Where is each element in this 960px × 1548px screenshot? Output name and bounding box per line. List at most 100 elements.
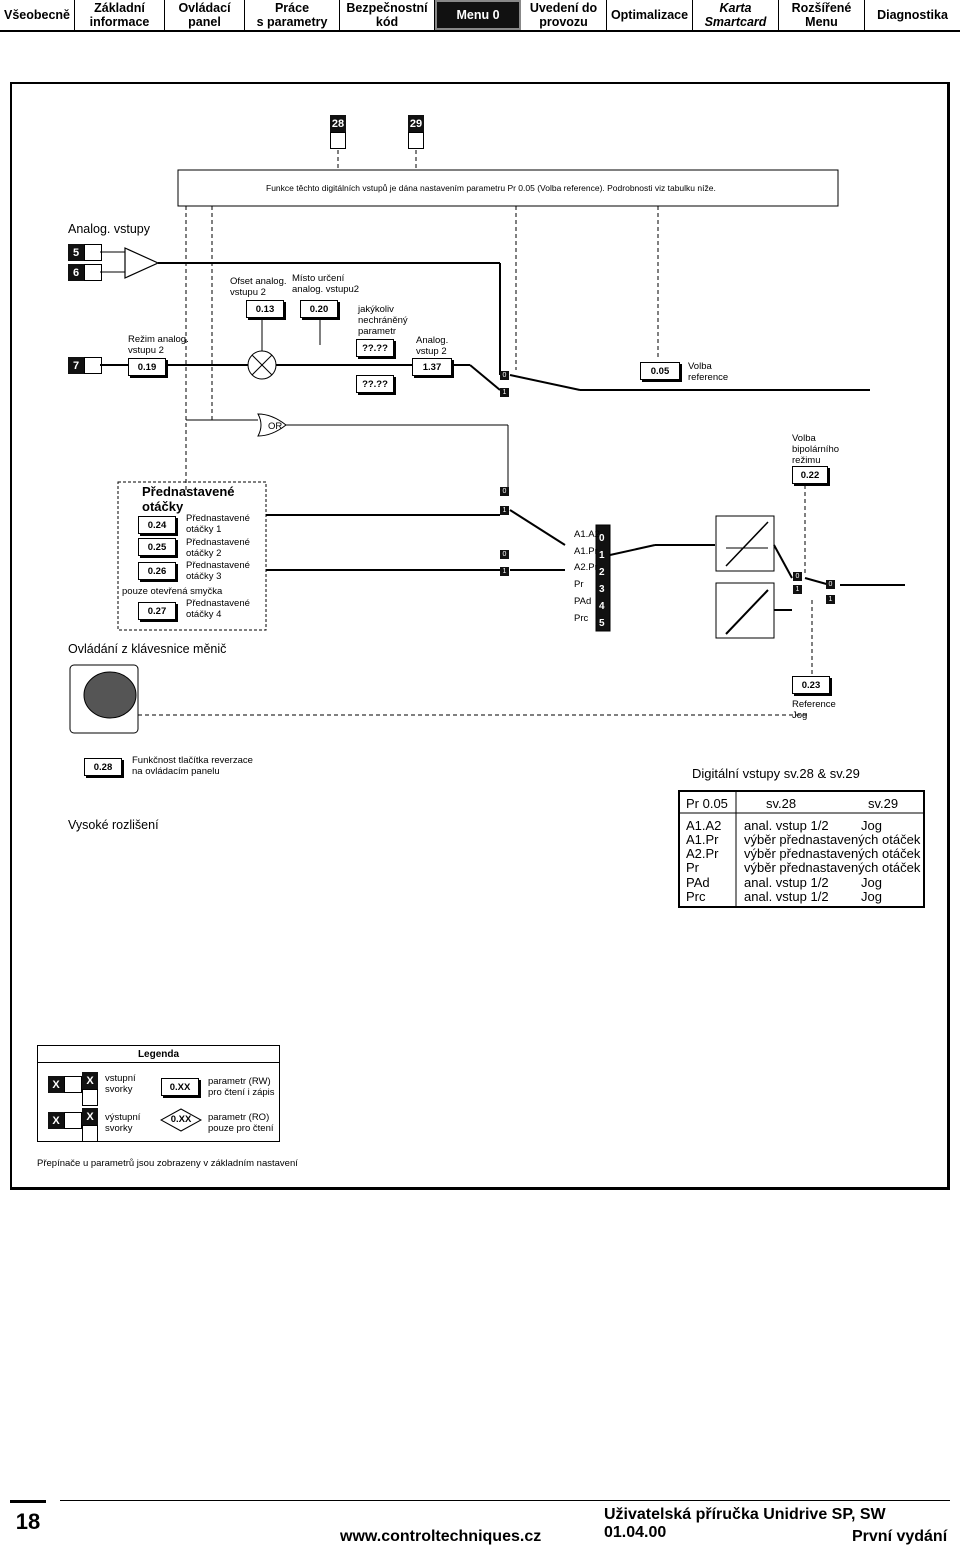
selector-label-prc: Prc xyxy=(574,613,589,624)
header-sv28: sv.28 xyxy=(766,796,797,811)
terminal-icon xyxy=(84,264,102,281)
tab-uvedeni-do-provozu[interactable]: Uvedení do provozu xyxy=(521,0,607,30)
note-text: Funkce těchto digitálních vstupů je dána… xyxy=(266,183,716,193)
switch-pos-1: 1 xyxy=(826,595,835,604)
param-0-19[interactable]: 0.19 xyxy=(128,358,166,376)
ref-select-label: Volba reference xyxy=(688,361,729,383)
switch-pos-0: 0 xyxy=(500,371,509,380)
page-footer: 18 Uživatelská příručka Unidrive SP, SW … xyxy=(10,1500,950,1548)
tab-menu-0[interactable]: Menu 0 xyxy=(435,0,521,30)
terminal-icon xyxy=(82,1125,98,1142)
param-0-28[interactable]: 0.28 xyxy=(84,758,122,776)
preset-3-label: Přednastavené otáčky 3 xyxy=(186,560,250,582)
diagram-frame xyxy=(10,82,950,1190)
selector-num-4: 4 xyxy=(599,601,605,612)
row-mode: A1.Pr xyxy=(686,832,719,847)
analog-inputs-title: Analog. vstupy xyxy=(68,222,150,236)
row-mode: PAd xyxy=(686,875,710,890)
tab-karta-smartcard[interactable]: Karta Smartcard xyxy=(693,0,779,30)
tab-optimalizace[interactable]: Optimalizace xyxy=(607,0,693,30)
legend-input-label: vstupní svorky xyxy=(105,1073,136,1095)
row-in28: anal. vstup 1/2 xyxy=(744,889,829,904)
legend-ro-diamond xyxy=(160,1108,202,1132)
preset-title: Přednastavené otáčky xyxy=(142,484,235,514)
legend-title: Legenda xyxy=(137,1049,180,1060)
terminal-icon xyxy=(84,357,102,374)
terminal-icon xyxy=(84,244,102,261)
switch-pos-0: 0 xyxy=(793,572,802,581)
footer-title: Uživatelská příručka Unidrive SP, SW 01.… xyxy=(604,1506,886,1541)
tab-prace-s-parametry[interactable]: Práce s parametry xyxy=(245,0,340,30)
tab-bezpecnostni-kod[interactable]: Bezpečnostní kód xyxy=(340,0,435,30)
legend-ro-param: 0.XX xyxy=(170,1114,192,1125)
row-in29: Jog xyxy=(861,818,882,833)
param-1-37[interactable]: 1.37 xyxy=(412,358,452,376)
keypad-title: Ovládání z klávesnice měnič xyxy=(68,642,227,656)
tab-vseobecne[interactable]: Všeobecně xyxy=(0,0,75,30)
selector-label-a1pr: A1.Pr xyxy=(574,546,598,557)
terminal-number: 7 xyxy=(68,357,84,374)
terminal-number: 6 xyxy=(68,264,84,281)
selector-num-1: 1 xyxy=(599,550,605,561)
header-pr005: Pr 0.05 xyxy=(686,796,728,811)
selector-num-2: 2 xyxy=(599,567,605,578)
preset-2-label: Přednastavené otáčky 2 xyxy=(186,537,250,559)
terminal-icon xyxy=(64,1112,82,1129)
switch-pos-1: 1 xyxy=(500,567,509,576)
param-0-24[interactable]: 0.24 xyxy=(138,516,176,534)
header-sv29: sv.29 xyxy=(868,796,899,811)
dig-inputs-title: Digitální vstupy sv.28 & sv.29 xyxy=(692,766,860,781)
row-mode: A1.A2 xyxy=(686,818,722,833)
tab-diagnostika[interactable]: Diagnostika xyxy=(877,8,948,22)
legend-output-label: výstupní svorky xyxy=(105,1112,141,1134)
param-0-26[interactable]: 0.26 xyxy=(138,562,176,580)
digital-inputs-table: Pr 0.05 sv.28 sv.29 A1.A2 anal. vstup 1/… xyxy=(678,790,925,908)
param-0-05[interactable]: 0.05 xyxy=(640,362,680,380)
terminal-icon xyxy=(330,132,346,149)
bipolar-label: Volba bipolárního režimu xyxy=(792,433,840,466)
row-in28: výběr přednastavených otáček xyxy=(744,860,921,875)
legend-ro-label: parametr (RO) pouze pro čtení xyxy=(208,1112,274,1134)
high-res-label: Vysoké rozlišení xyxy=(68,818,159,832)
row-mode: A2.Pr xyxy=(686,846,719,861)
selector-num-3: 3 xyxy=(599,584,605,595)
legend-rw-param: 0.XX xyxy=(161,1078,199,1096)
footer-url[interactable]: www.controltechniques.cz xyxy=(340,1528,542,1545)
analog2-label: Analog. vstup 2 xyxy=(416,335,449,357)
param-unknown-1[interactable]: ??.?? xyxy=(356,339,394,357)
row-mode: Pr xyxy=(686,860,699,875)
row-in28: anal. vstup 1/2 xyxy=(744,875,829,890)
reverse-label: Funkčnost tlačítka reverzace na ovládací… xyxy=(132,755,253,777)
open-loop-label: pouze otevřená smyčka xyxy=(122,586,223,597)
preset-4-label: Přednastavené otáčky 4 xyxy=(186,598,250,620)
selector-num-0: 0 xyxy=(599,533,605,544)
legend-symbol: X xyxy=(48,1112,64,1129)
row-in29: Jog xyxy=(861,889,882,904)
param-0-25[interactable]: 0.25 xyxy=(138,538,176,556)
legend-output-terminal-vertical: X xyxy=(82,1108,99,1142)
param-0-22[interactable]: 0.22 xyxy=(792,466,828,484)
legend-box: Legenda X X vstupní svorky 0.XX parametr… xyxy=(37,1045,280,1142)
tab-rozsirene-menu[interactable]: Rozšířené Menu xyxy=(779,0,865,30)
terminal-icon xyxy=(82,1089,98,1106)
param-0-23[interactable]: 0.23 xyxy=(792,676,830,694)
switch-pos-1: 1 xyxy=(500,506,509,515)
param-unknown-2[interactable]: ??.?? xyxy=(356,375,394,393)
tab-zakladni-informace[interactable]: Základní informace xyxy=(75,0,165,30)
legend-symbol: X xyxy=(82,1108,98,1125)
destination-label: Místo určení analog. vstupu2 xyxy=(292,273,360,295)
param-0-20[interactable]: 0.20 xyxy=(300,300,338,318)
terminal-29-number: 29 xyxy=(408,115,424,132)
legend-input-terminal: X xyxy=(48,1076,84,1093)
terminal-28-number: 28 xyxy=(330,115,346,132)
terminal-29: 29 xyxy=(408,115,425,149)
selector-label-pad: PAd xyxy=(574,596,592,607)
tab-ovladaci-panel[interactable]: Ovládací panel xyxy=(165,0,245,30)
selector-label-a2pr: A2.Pr xyxy=(574,562,598,573)
param-0-13[interactable]: 0.13 xyxy=(246,300,284,318)
terminal-28: 28 xyxy=(330,115,347,149)
row-in28: výběr přednastavených otáček xyxy=(744,846,921,861)
param-0-27[interactable]: 0.27 xyxy=(138,602,176,620)
selector-num-5: 5 xyxy=(599,618,605,629)
terminal-icon xyxy=(408,132,424,149)
